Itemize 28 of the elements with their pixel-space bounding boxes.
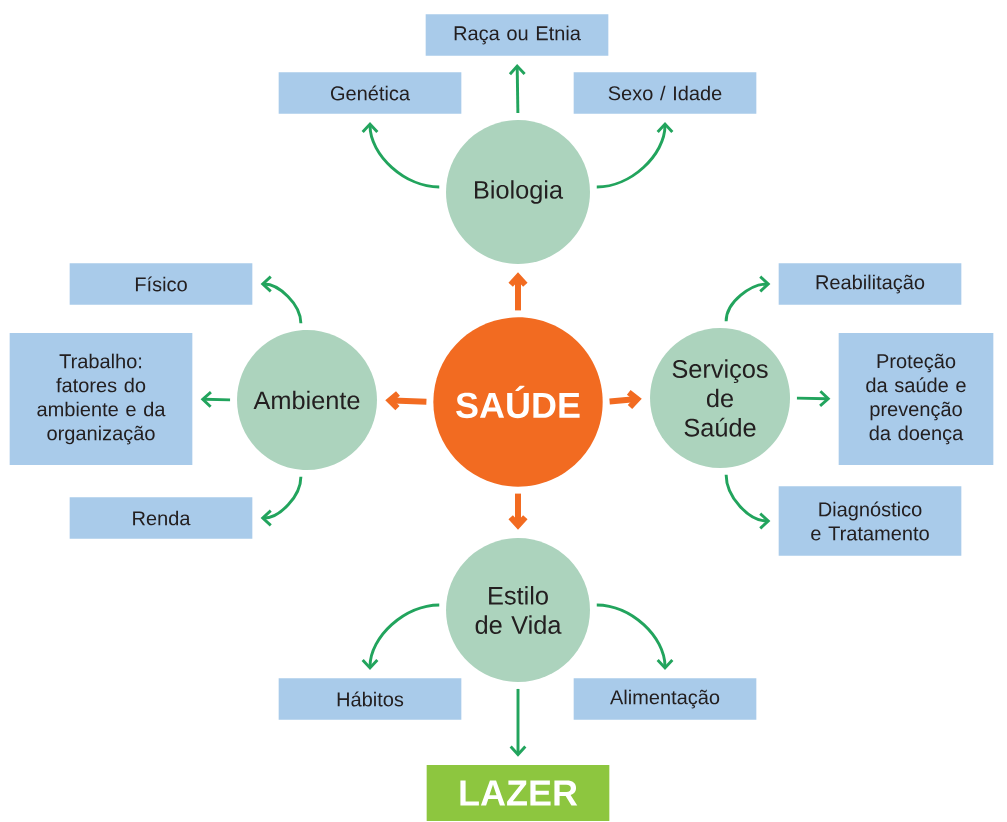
factor-box: Reabilitação xyxy=(778,263,962,305)
arrow xyxy=(508,493,528,530)
arrow xyxy=(509,688,527,757)
arrow xyxy=(596,603,674,671)
factor-box: Trabalho: fatores do ambiente e da organização xyxy=(9,333,193,465)
arrow xyxy=(361,121,440,189)
arrow xyxy=(796,390,831,408)
outcome-box: LAZER xyxy=(426,765,610,821)
arrow xyxy=(596,121,674,189)
arrow xyxy=(508,272,528,311)
arrow xyxy=(724,275,771,322)
factor-box: Renda xyxy=(69,497,253,539)
arrow xyxy=(361,603,440,671)
arrow xyxy=(200,391,231,408)
arrow xyxy=(508,63,526,114)
factor-box: Diagnóstico e Tratamento xyxy=(778,486,962,556)
arrow xyxy=(609,390,642,410)
arrow xyxy=(724,474,771,530)
arrow xyxy=(260,275,303,324)
factor-box: Alimentação xyxy=(573,678,757,720)
arrow xyxy=(260,476,303,527)
factor-box: Proteção da saúde e prevenção da doença xyxy=(838,333,994,465)
factor-box: Físico xyxy=(69,263,253,305)
factor-box: Genética xyxy=(278,72,462,114)
arrow xyxy=(385,391,427,411)
factor-box: Hábitos xyxy=(278,678,462,720)
factor-box: Raça ou Etnia xyxy=(425,14,609,56)
factor-box: Sexo / Idade xyxy=(573,72,757,114)
